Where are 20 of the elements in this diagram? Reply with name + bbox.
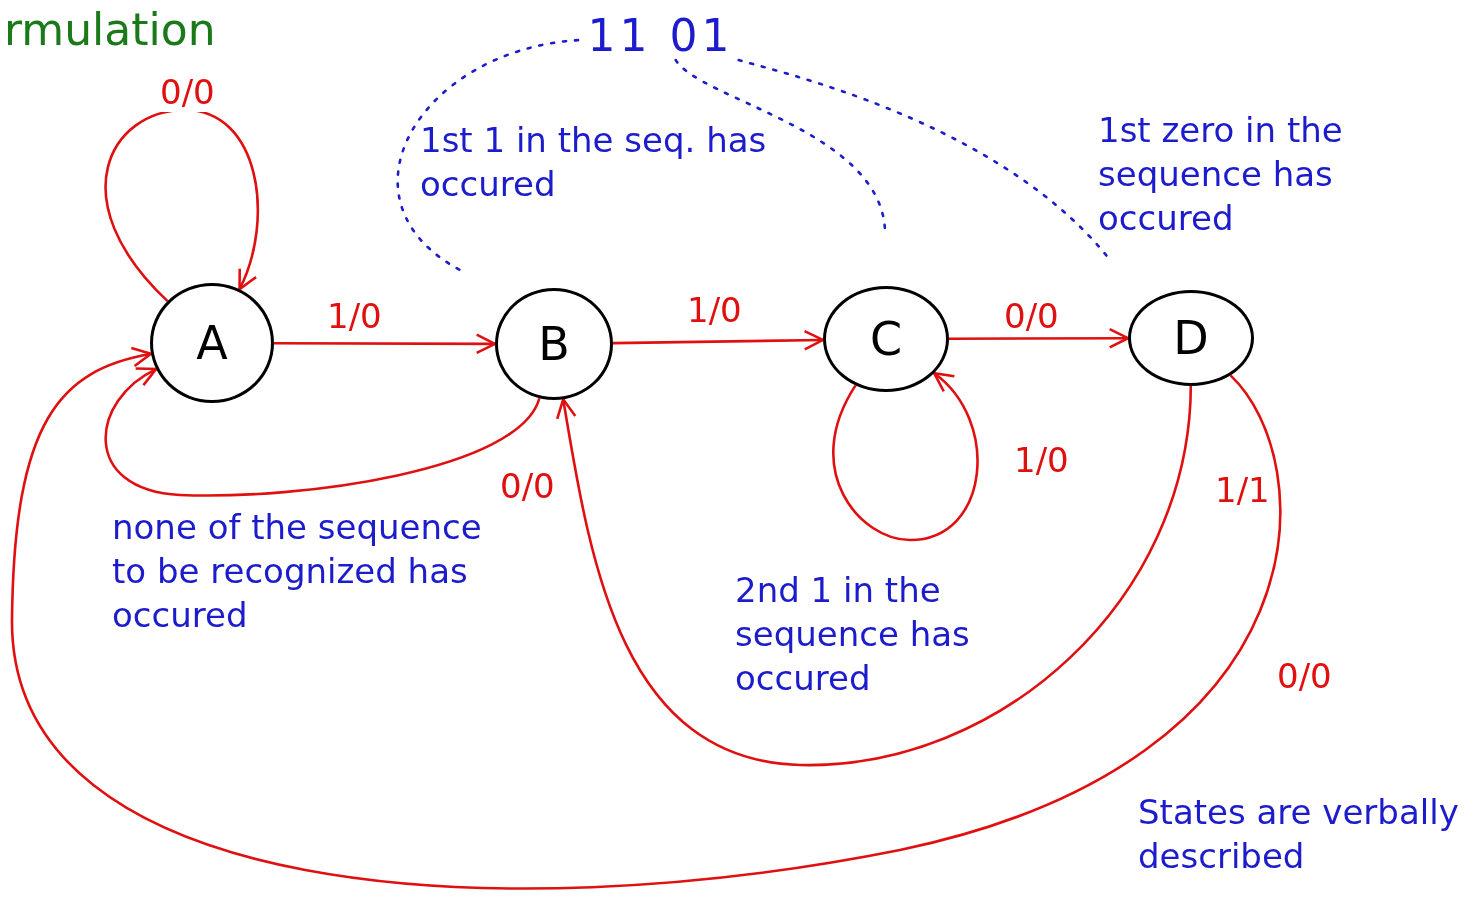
state-circle: B — [495, 288, 613, 400]
state-circle: C — [823, 286, 949, 392]
sequence-text: 11 01 — [578, 10, 743, 60]
state-circle: A — [150, 283, 274, 403]
state-circle: D — [1128, 290, 1254, 386]
self-loop-arrow — [832, 371, 979, 542]
transition-arrow — [949, 327, 1130, 349]
transition-arrow — [104, 367, 541, 497]
state-description: 1st zero in the sequence has occured — [1098, 109, 1344, 241]
leader-line — [674, 58, 887, 232]
state-description: 1st 1 in the seq. has occured — [420, 119, 768, 207]
state-description: 2nd 1 in the sequence has occured — [735, 569, 971, 701]
transition-arrow — [10, 347, 1282, 890]
transition-arrow — [274, 333, 497, 355]
state-description: States are verbally described — [1138, 791, 1460, 879]
leader-line — [396, 38, 580, 272]
transition-arrow — [555, 385, 1193, 767]
state-description: none of the sequence to be recognized has occured — [112, 506, 483, 638]
heading: rmulation — [4, 4, 216, 55]
transition-arrow — [612, 329, 825, 351]
